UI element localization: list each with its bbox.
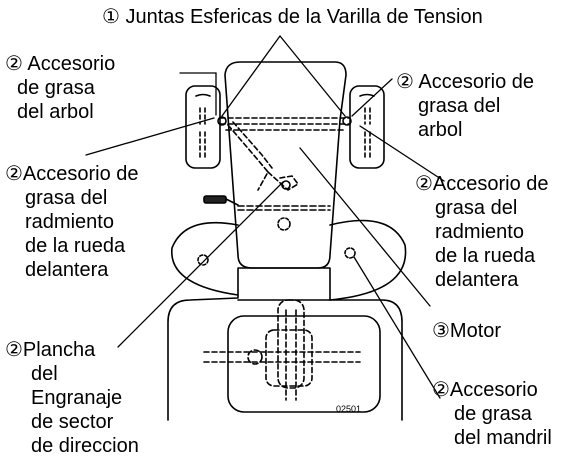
gear-plate-line-1: ②Plancha [5, 339, 96, 361]
wheel-right-line-2: grasa del [435, 197, 518, 219]
deck-right-lobe [329, 219, 407, 301]
center-fitting [277, 217, 291, 231]
spindle-line-1: ②Accesorio [432, 379, 538, 401]
shaft-left-line-1: ② Accesorio [5, 53, 116, 75]
gear-plate-line-3: Engranaje [31, 387, 123, 409]
shaft-fitting-right [342, 116, 352, 126]
shaft-right-line-2: grasa del [418, 95, 501, 117]
spindle-fitting-label: ②Accesorio de grasa del mandril [432, 378, 552, 450]
motor-label: ③Motor [432, 320, 501, 342]
wheel-right-line-5: delantera [435, 269, 519, 291]
deck-right-fitting [344, 247, 356, 259]
leader-lines [85, 35, 445, 399]
spindle-line-3: del mandril [454, 427, 552, 449]
tension-rod-label: ① Juntas Esfericas de la Varilla de Tens… [102, 6, 483, 28]
shaft-fitting-left-label: ② Accesorio de grasa del arbol [5, 52, 115, 124]
shaft-right-line-3: arbol [418, 119, 463, 141]
wheel-right-line-1: ②Accesorio de [415, 173, 549, 195]
shaft-right-line-1: ② Accesorio de [396, 71, 534, 93]
gear-plate-line-5: de direccion [31, 435, 139, 457]
wheel-right-line-4: de la rueda [435, 245, 536, 267]
gear-plate-label: ②Plancha del Engranaje de sector de dire… [5, 338, 139, 458]
hood-outline [224, 61, 347, 269]
front-right-wheel [349, 85, 385, 169]
gear-fitting [281, 180, 291, 190]
front-axle [219, 117, 351, 131]
shaft-fitting-left [217, 116, 227, 126]
gear-plate-line-2: del [31, 363, 58, 385]
wheel-left-line-5: delantera [25, 259, 109, 281]
wheel-left-line-2: grasa del [25, 187, 108, 209]
figure-code: 02501 [336, 404, 362, 414]
rear-body-outline [167, 267, 403, 421]
wheel-left-line-4: de la rueda [25, 235, 126, 257]
wheel-fitting-left-label: ②Accesorio de grasa del radmiento de la … [5, 162, 139, 282]
tension-rod-label-text: ① Juntas Esfericas de la Varilla de Tens… [102, 6, 483, 28]
shaft-left-line-2: de grasa [17, 77, 95, 99]
deck-left-fitting [197, 254, 209, 266]
shaft-left-line-3: del arbol [17, 101, 94, 123]
shaft-fitting-right-label: ② Accesorio de grasa del arbol [396, 70, 534, 142]
wheel-left-line-3: radmiento [25, 211, 114, 233]
deck-left-lobe [171, 221, 239, 296]
gear-plate-line-4: de sector [31, 411, 114, 433]
tension-rod [227, 121, 299, 191]
spindle-line-2: de grasa [454, 403, 532, 425]
steering-lever [203, 195, 227, 204]
wheel-fitting-right-label: ②Accesorio de grasa del radmiento de la … [415, 172, 549, 292]
wheel-left-line-1: ②Accesorio de [5, 163, 139, 185]
rear-transmission [203, 299, 361, 401]
motor-label-text: ③Motor [432, 320, 502, 342]
front-left-wheel [185, 85, 221, 169]
wheel-right-line-3: radmiento [435, 221, 524, 243]
